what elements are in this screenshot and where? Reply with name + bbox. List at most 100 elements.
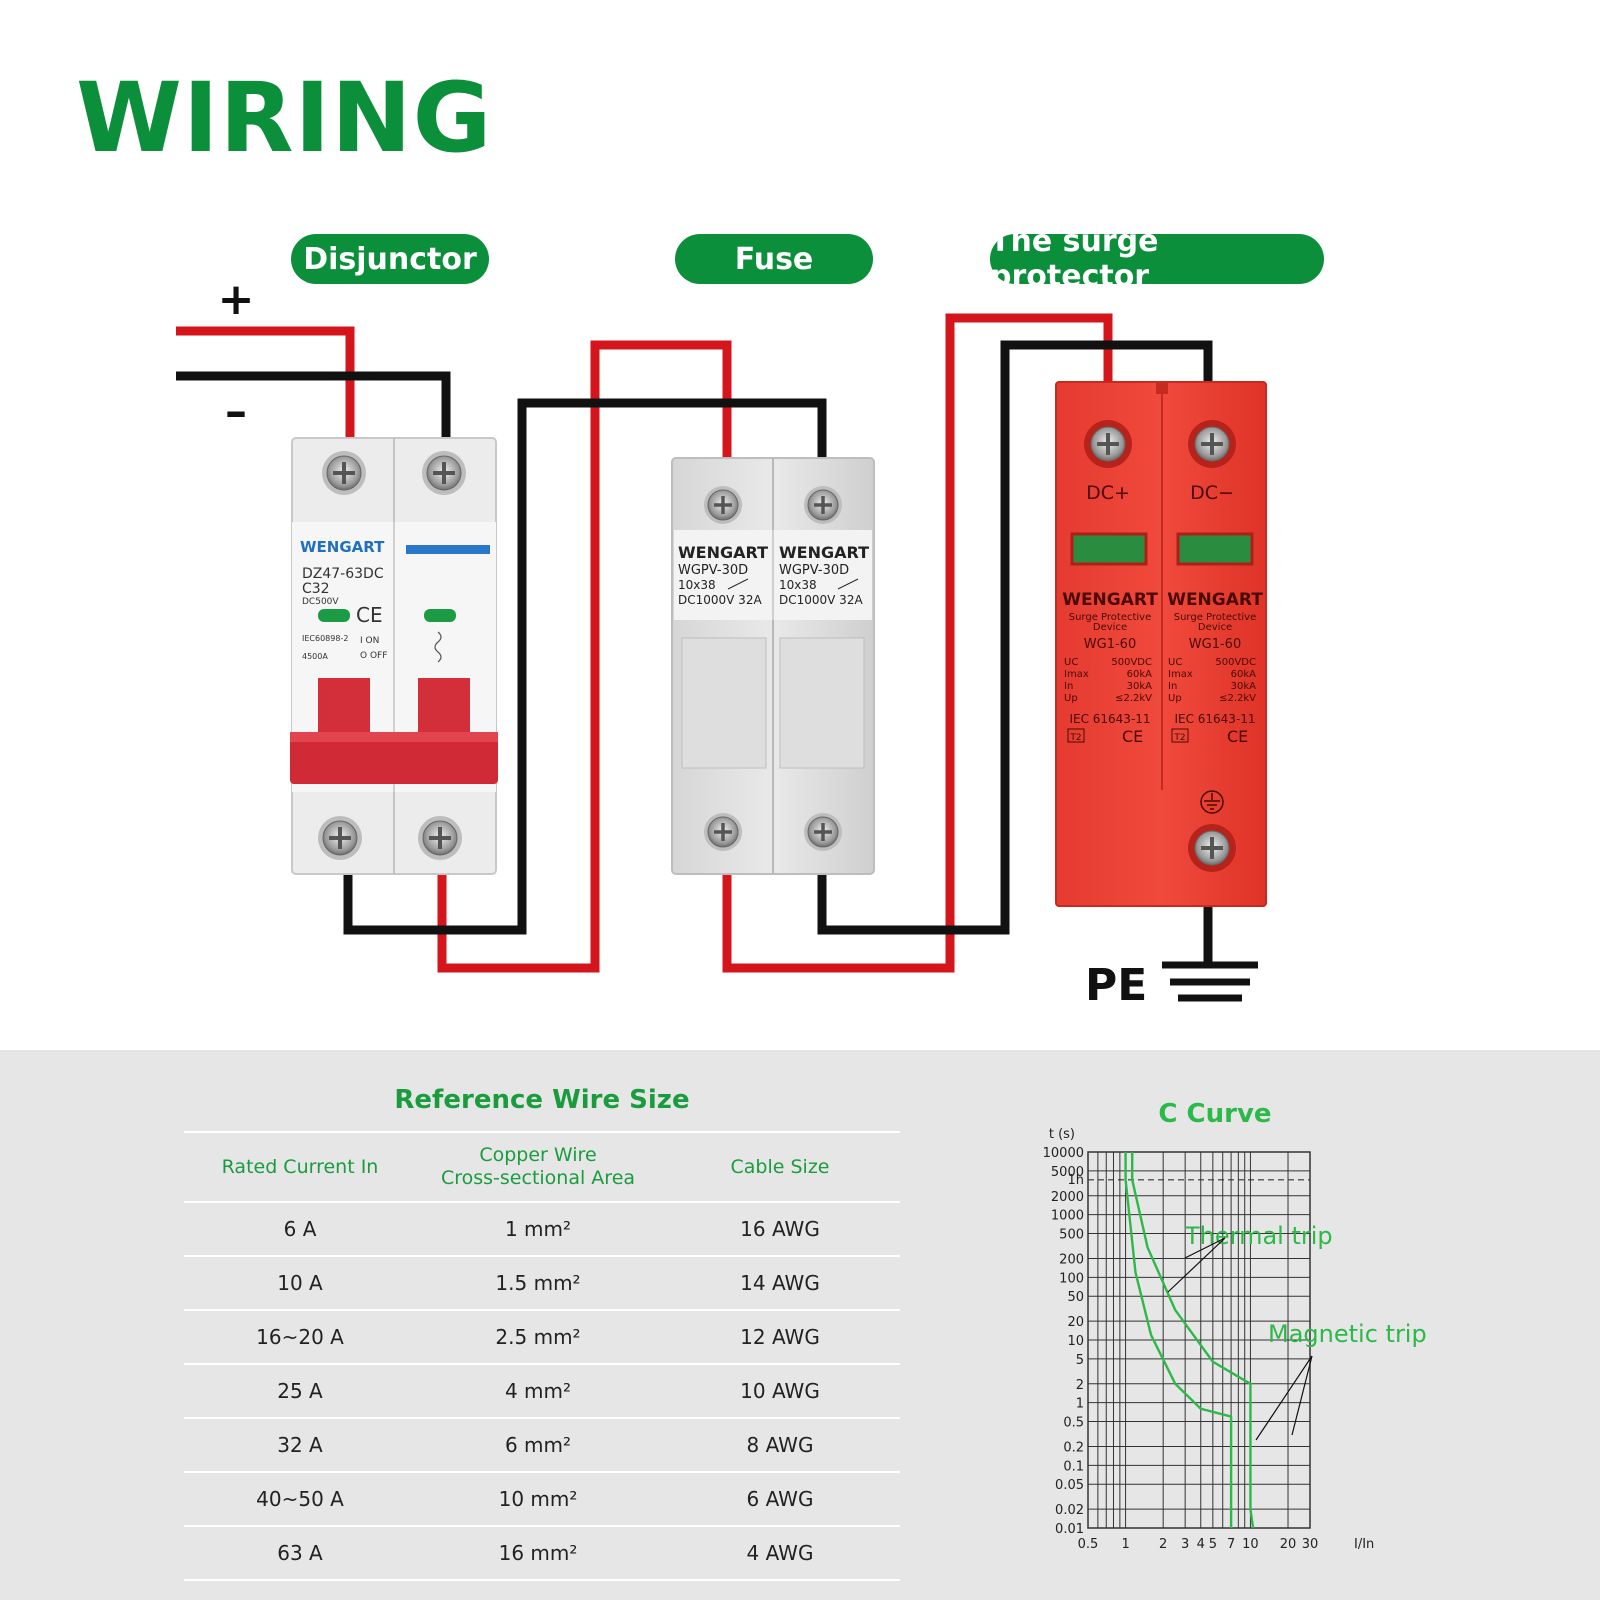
negative-breaker-to-fuse-wire [343, 398, 827, 935]
chart-title: C Curve [1158, 1099, 1271, 1129]
breaker-off-label: O OFF [360, 651, 387, 661]
chart-series [1124, 1152, 1255, 1529]
spd-ground-symbol [1200, 790, 1224, 814]
table-header-row: Rated Current In Copper Wire Cross-secti… [184, 1131, 900, 1201]
reference-panel [0, 1050, 1600, 1600]
cell-current: 10 A [277, 1271, 323, 1295]
spd-model-left: WG1-60 [1084, 637, 1136, 652]
table-row: 32 A 6 mm² 8 AWG [184, 1417, 900, 1471]
cell-awg: 14 AWG [740, 1271, 820, 1295]
screw [1188, 420, 1236, 468]
screw [804, 486, 842, 524]
spd-desc1-right: Surge Protective [1174, 612, 1257, 623]
cell-awg: 6 AWG [746, 1487, 814, 1511]
y-tick-label: 200 [1059, 1252, 1084, 1267]
x-tick-label: 7 [1227, 1537, 1235, 1552]
y-tick-label: 2000 [1051, 1190, 1084, 1205]
negative-fuse-to-spd-wire [817, 340, 1213, 935]
breaker-voltage: DC500V [302, 597, 339, 607]
wiring-diagram: + – WENGART DZ47-63DC C32 DC500V CE IEC6… [176, 274, 1267, 1011]
cell-area: 1.5 mm² [495, 1271, 581, 1295]
fuse-size-left: 10x38 [678, 578, 716, 592]
breaker-on-label: I ON [360, 636, 379, 646]
spd-indicator-window-left [1070, 532, 1148, 566]
cell-current: 16~20 A [256, 1325, 344, 1349]
minus-label: – [225, 386, 247, 437]
cell-current: 63 A [277, 1541, 323, 1565]
y-tick-label: 0.2 [1063, 1440, 1084, 1455]
screw [422, 451, 466, 495]
x-tick-label: 2 [1159, 1537, 1167, 1552]
screw [704, 813, 742, 851]
breaker-coil-symbol [434, 631, 442, 663]
trip-curve-lower [1124, 1152, 1233, 1528]
cell-current: 6 A [283, 1217, 317, 1241]
table-row: 16~20 A 2.5 mm² 12 AWG [184, 1309, 900, 1363]
terminal-screws [318, 420, 1236, 872]
header-copper-wire-line2: Cross-sectional Area [440, 1167, 636, 1189]
y-tick-label: 10 [1067, 1334, 1084, 1349]
breaker-handle-right[interactable] [418, 678, 470, 736]
y-tick-label: 20 [1067, 1315, 1084, 1330]
breaker-toggle-bar[interactable] [290, 732, 498, 784]
cell-area: 16 mm² [498, 1541, 578, 1565]
x-tick-label: 1 [1121, 1537, 1129, 1552]
y-tick-label: 50 [1067, 1290, 1084, 1305]
fuse-size-right: 10x38 [779, 578, 817, 592]
positive-wires [176, 313, 1113, 973]
spd-spec-key: In [1168, 681, 1177, 692]
spd-desc2-right: Device [1198, 622, 1232, 633]
y-tick-label: 0.05 [1055, 1478, 1084, 1493]
plus-label: + [218, 274, 255, 325]
breaker-standard: IEC60898-2 [302, 634, 348, 643]
x-tick-label: 4 [1197, 1537, 1205, 1552]
x-axis-label: I/In [1354, 1537, 1374, 1552]
y-tick-label: 0.1 [1063, 1459, 1084, 1474]
x-tick-label: 3 [1181, 1537, 1189, 1552]
breaker-brand: WENGART [300, 538, 385, 556]
spd-brand-right: WENGART [1167, 590, 1263, 610]
cell-current: 25 A [277, 1379, 323, 1403]
spd-spec-val: 30kA [1231, 681, 1257, 692]
screw [318, 816, 362, 860]
fuse-rating-right: DC1000V 32A [779, 593, 863, 607]
spd-spec-val: ≤2.2kV [1115, 693, 1152, 704]
screw [322, 451, 366, 495]
cell-area: 4 mm² [504, 1379, 572, 1403]
thermal-trip-pointer [1184, 1237, 1226, 1259]
cell-current: 40~50 A [256, 1487, 344, 1511]
spd-spec-val: ≤2.2kV [1219, 693, 1256, 704]
cell-area: 6 mm² [504, 1433, 572, 1457]
fuse-holder: WENGART WGPV-30D 10x38 DC1000V 32A WENGA… [671, 457, 875, 875]
cell-current: 32 A [277, 1433, 323, 1457]
table-row: 25 A 4 mm² 10 AWG [184, 1363, 900, 1417]
spd-dc-minus: DC− [1190, 482, 1234, 504]
fuse-brand-right: WENGART [779, 543, 869, 562]
spd-class-left: T2 [1069, 733, 1081, 743]
surge-protector: DC+ DC− WENGART WENGART Surge Protective… [1055, 381, 1267, 907]
y-tick-label: 0.01 [1055, 1522, 1084, 1537]
spd-ce-mark-left: CE [1122, 727, 1143, 746]
breaker-rating: C32 [302, 581, 330, 597]
magnetic-trip-pointer [1291, 1355, 1313, 1436]
spd-class-right: T2 [1173, 733, 1185, 743]
fuse-rating-left: DC1000V 32A [678, 593, 762, 607]
screw [804, 813, 842, 851]
table-row: 6 A 1 mm² 16 AWG [184, 1201, 900, 1255]
y-tick-label: 100 [1059, 1271, 1084, 1286]
header-copper-wire: Copper Wire Cross-sectional Area [416, 1144, 660, 1190]
y-tick-label: 1000 [1051, 1209, 1084, 1224]
magnetic-trip-pointer [1255, 1355, 1313, 1441]
screw [1188, 824, 1236, 872]
breaker-handle-left[interactable] [318, 678, 370, 736]
breaker-ce-mark: CE [356, 603, 383, 627]
spd-indicator-window-right [1176, 532, 1254, 566]
x-tick-label: 20 [1280, 1537, 1297, 1552]
cell-awg: 12 AWG [740, 1325, 820, 1349]
circuit-breaker: WENGART DZ47-63DC C32 DC500V CE IEC60898… [290, 437, 498, 875]
spd-standard-right: IEC 61643-11 [1174, 712, 1255, 726]
fuse-model-right: WGPV-30D [779, 563, 849, 578]
screw [418, 816, 462, 860]
spd-spec-val: 60kA [1127, 669, 1153, 680]
